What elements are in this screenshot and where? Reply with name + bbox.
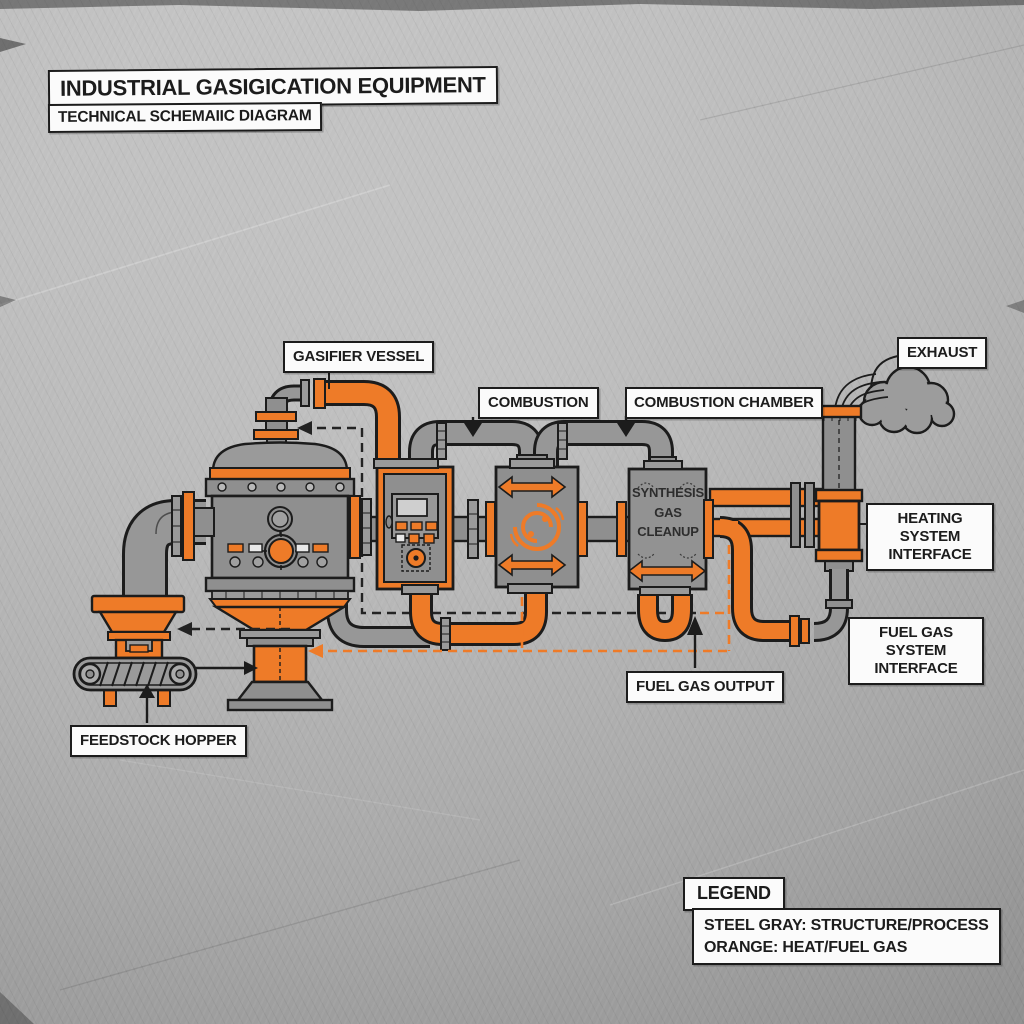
gasifier-vessel <box>171 378 372 712</box>
pipe-flange <box>171 495 182 557</box>
pipe-flange <box>300 379 310 407</box>
pipe-flange <box>467 499 479 559</box>
flow-arrow-icon <box>627 559 707 583</box>
pipe-flange <box>349 495 361 559</box>
up-arrow-icon <box>687 616 703 635</box>
label-exhaust: EXHAUST <box>897 337 988 369</box>
label-combustion-chamber: COMBUSTION CHAMBER <box>625 387 823 419</box>
pipe-flange <box>789 615 810 647</box>
pipe-flange <box>440 617 451 651</box>
gas-cleanup-text-line2: GAS <box>654 504 682 520</box>
combustion-chamber-unit <box>467 454 588 594</box>
heat-exchanger-block <box>817 499 861 552</box>
label-fuel-gas-system-interface: FUEL GAS SYSTEM INTERFACE <box>848 617 984 685</box>
label-combustion: COMBUSTION <box>478 387 599 419</box>
heating-system-interface-unit <box>790 404 867 563</box>
legend-body: STEEL GRAY: STRUCTURE/PROCESS ORANGE: HE… <box>692 908 1001 966</box>
legend-entry-steel-gray: STEEL GRAY: STRUCTURE/PROCESS <box>704 917 989 934</box>
legend-entry-orange: ORANGE: HEAT/FUEL GAS <box>704 938 908 956</box>
control-knob-icon <box>401 544 431 572</box>
pipe-flange <box>557 422 568 460</box>
indicator-lights <box>227 543 329 568</box>
vortex-icon <box>509 503 565 551</box>
flow-arrow-icon <box>497 475 567 499</box>
belt-hatching <box>99 661 169 687</box>
gas-cleanup-text-line3: CLEANUP <box>637 524 699 539</box>
pipe-flange <box>436 422 447 460</box>
annotation-arrows <box>139 355 899 723</box>
pipe-flange <box>182 491 195 561</box>
feedstock-hopper-unit <box>90 594 186 707</box>
legend-title: LEGEND <box>683 877 785 911</box>
pipe-flange <box>790 482 801 548</box>
label-feedstock-hopper: FEEDSTOCK HOPPER <box>70 725 247 757</box>
pipe-flange <box>361 498 372 556</box>
control-panel <box>373 458 455 595</box>
label-fuel-gas-output: FUEL GAS OUTPUT <box>626 671 785 703</box>
pipe-flange <box>616 501 627 557</box>
page-subtitle: TECHNICAL SCHEMAIIC DIAGRAM <box>47 102 322 133</box>
label-heating-system-interface: HEATING SYSTEM INTERFACE <box>866 503 994 571</box>
pipe-flange <box>313 378 326 409</box>
flow-arrow-icon <box>497 553 567 577</box>
gas-cleanup-text-line1: SYNTHESIS <box>632 485 704 500</box>
stack-cap <box>815 404 863 419</box>
decorative-squiggles <box>637 482 697 559</box>
exhaust-cloud-icon <box>834 365 956 435</box>
down-arrow-icon <box>464 423 482 437</box>
gas-cleanup-text: SYNTHESIS GAS CLEANUP <box>628 483 708 542</box>
pipe-flange <box>577 501 588 557</box>
conveyor-belt <box>72 656 198 692</box>
burner-port-icon <box>262 532 300 570</box>
sight-glass-icon <box>267 506 293 536</box>
gas-cleanup-unit <box>616 456 714 596</box>
label-gasifier-vessel: GASIFIER VESSEL <box>283 341 435 373</box>
right-arrow-icon <box>244 661 258 675</box>
pipe-flange <box>485 501 496 557</box>
pipe-flange <box>804 482 815 548</box>
down-arrow-icon <box>617 423 635 437</box>
fuel-gas-piping <box>326 380 824 651</box>
fuel-gas-dashed-line <box>308 545 731 658</box>
panel-screen <box>396 498 428 517</box>
up-arrow-icon <box>139 684 155 698</box>
panel-buttons <box>395 521 438 544</box>
pipe-flange <box>703 499 714 559</box>
